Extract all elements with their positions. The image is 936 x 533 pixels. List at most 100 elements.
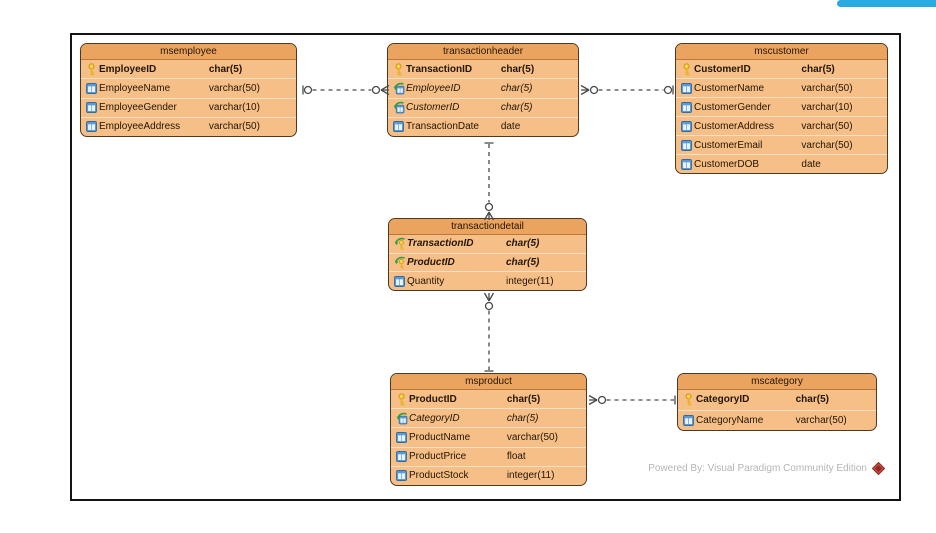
column-name: ProductName <box>409 432 471 443</box>
table-row: ProductPrice float <box>391 446 586 466</box>
entity-title: mscategory <box>678 374 876 390</box>
column-type: integer(11) <box>506 470 555 482</box>
column-type: char(5) <box>208 63 243 75</box>
top-accent-bar <box>837 0 936 7</box>
entity-title: msemployee <box>81 44 296 60</box>
table-row: CustomerGender varchar(10) <box>676 97 887 116</box>
column-type: char(5) <box>500 63 535 75</box>
column-name: CustomerName <box>694 82 765 94</box>
table-row: ProductName varchar(50) <box>391 427 586 446</box>
entity-title: transactiondetail <box>389 219 586 235</box>
column-type: varchar(10) <box>801 101 853 113</box>
column-icon <box>394 431 409 444</box>
primary-key-icon <box>679 62 694 76</box>
watermark: Powered By: Visual Paradigm Community Ed… <box>585 462 885 475</box>
foreign-key-icon <box>394 412 409 425</box>
table-row: CustomerName varchar(50) <box>676 78 887 97</box>
column-icon <box>679 101 694 114</box>
primary-foreign-key-icon <box>392 256 407 269</box>
column-name: ProductStock <box>409 470 469 482</box>
primary-foreign-key-icon <box>392 237 407 251</box>
primary-key-icon <box>681 393 696 406</box>
column-name: CustomerDOB <box>694 158 760 170</box>
primary-key-icon <box>84 63 99 76</box>
column-type: char(5) <box>506 412 539 424</box>
column-type: char(5) <box>801 63 835 75</box>
column-type: varchar(50) <box>208 82 260 94</box>
column-type: date <box>801 158 821 170</box>
table-row: EmployeeID char(5) <box>388 78 578 97</box>
column-icon <box>679 139 694 152</box>
foreign-key-icon <box>391 101 406 114</box>
column-name: EmployeeID <box>406 82 461 94</box>
table-row: CustomerID char(5) <box>676 60 887 78</box>
visual-paradigm-logo-icon <box>872 462 885 475</box>
column-name: CustomerID <box>406 102 460 114</box>
table-row: ProductID char(5) <box>389 252 586 272</box>
column-name: TransactionDate <box>406 121 479 133</box>
column-type: char(5) <box>795 394 829 406</box>
primary-key-icon <box>391 63 406 76</box>
column-name: CategoryID <box>696 394 750 406</box>
column-type: char(5) <box>506 238 540 250</box>
table-row: CustomerDOB date <box>676 154 887 173</box>
column-icon <box>391 120 406 133</box>
column-name: ProductPrice <box>409 451 467 463</box>
column-name: ProductID <box>409 393 457 405</box>
table-row: CategoryID char(5) <box>678 390 876 410</box>
column-name: ProductID <box>407 257 455 268</box>
column-type: varchar(50) <box>801 120 853 132</box>
column-type: varchar(10) <box>208 102 260 114</box>
column-icon <box>394 450 409 463</box>
column-icon <box>392 275 407 288</box>
table-row: TransactionID char(5) <box>388 60 578 78</box>
table-row: CustomerID char(5) <box>388 97 578 117</box>
column-name: CustomerAddress <box>694 120 775 132</box>
column-name: EmployeeAddress <box>99 121 181 133</box>
column-icon <box>679 158 694 171</box>
column-icon <box>679 120 694 133</box>
column-type: char(5) <box>506 393 541 405</box>
column-icon <box>84 101 99 114</box>
column-type: varchar(50) <box>506 432 558 443</box>
column-type: varchar(50) <box>801 82 853 94</box>
column-name: EmployeeID <box>99 63 157 75</box>
column-name: EmployeeName <box>99 82 171 94</box>
column-type: char(5) <box>500 82 533 94</box>
column-name: CategoryID <box>409 412 460 424</box>
primary-key-icon <box>394 392 409 406</box>
column-name: CustomerGender <box>694 101 771 113</box>
table-row: ProductID char(5) <box>391 390 586 408</box>
column-icon <box>394 469 409 482</box>
table-row: ProductStock integer(11) <box>391 465 586 485</box>
column-name: Quantity <box>407 275 445 287</box>
table-row: CategoryID char(5) <box>391 408 586 427</box>
entity-title: transactionheader <box>388 44 578 60</box>
foreign-key-icon <box>391 82 406 95</box>
watermark-text: Powered By: Visual Paradigm Community Ed… <box>648 463 867 474</box>
column-name: CustomerID <box>694 63 751 75</box>
column-icon <box>84 82 99 95</box>
column-type: char(5) <box>506 257 540 268</box>
entity-title: mscustomer <box>676 44 887 60</box>
entity-title: msproduct <box>391 374 586 390</box>
column-name: TransactionID <box>406 63 473 75</box>
column-type: varchar(50) <box>801 139 853 151</box>
column-type: float <box>506 451 526 463</box>
column-type: char(5) <box>500 102 533 114</box>
